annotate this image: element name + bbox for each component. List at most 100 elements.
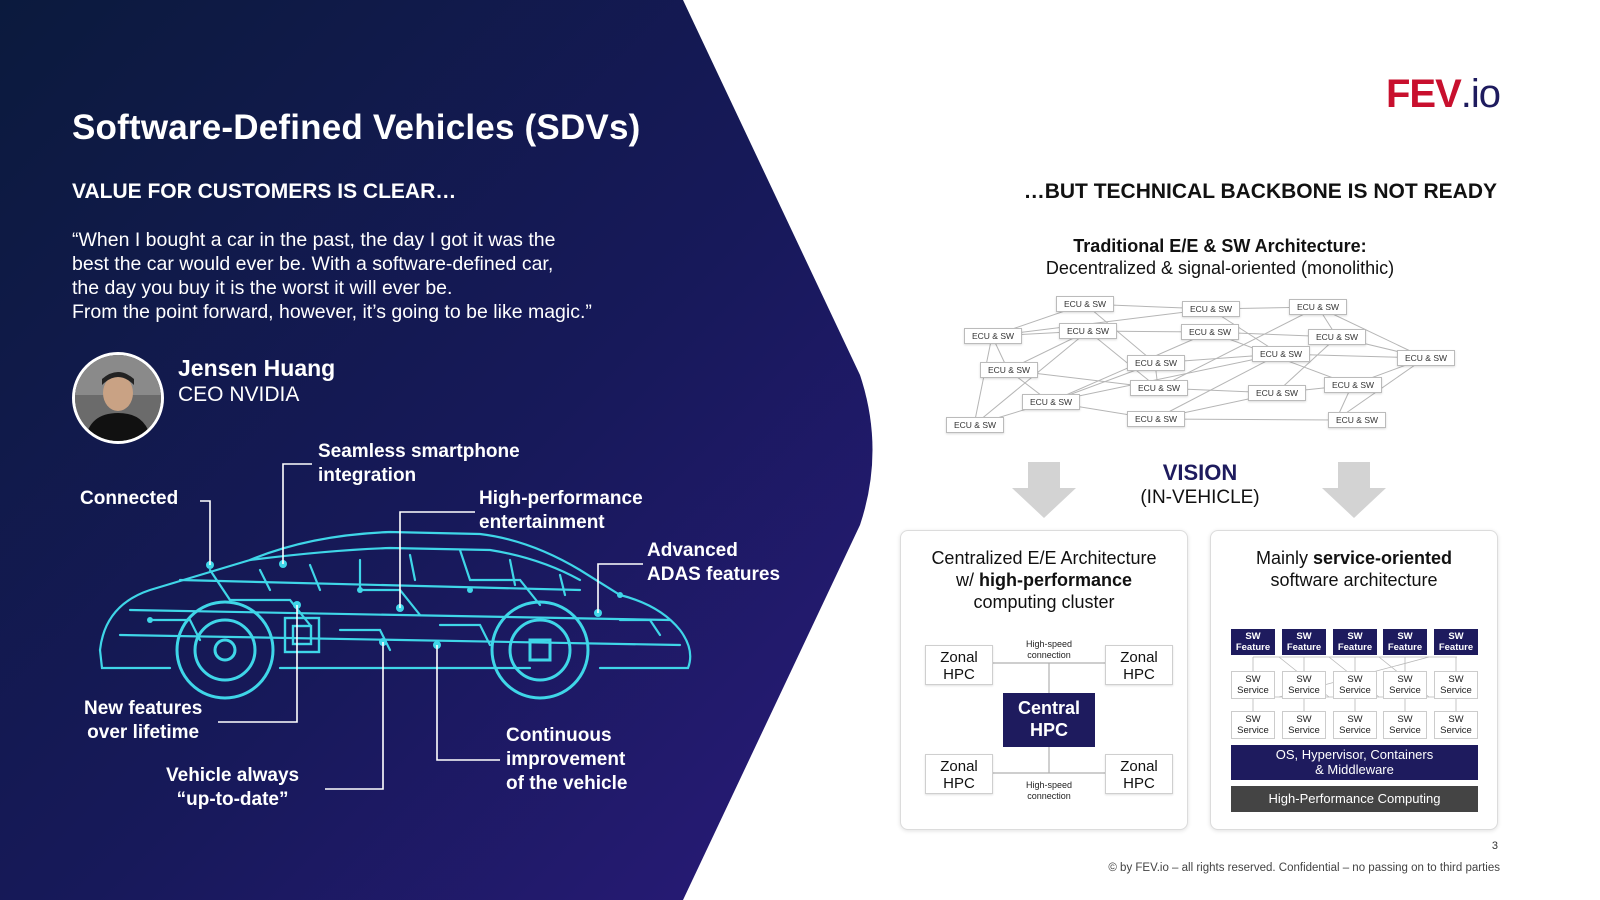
car-wheels [175,600,590,700]
page-number: 3 [1491,840,1498,852]
ecu-node: ECU & SW [1397,350,1456,366]
label-smartphone: Seamless smartphone integration [318,440,520,488]
service-oriented-card: Mainly service-oriented software archite… [1210,530,1498,830]
centralized-architecture-card: Centralized E/E Architecture w/ high-per… [900,530,1188,830]
serv-line: Service [1389,725,1421,736]
zonal-label: Zonal [940,649,978,666]
card-heading-bold: service-oriented [1312,548,1453,568]
ecu-node: ECU & SW [1328,412,1387,428]
feat-line: SW [1397,631,1413,642]
serv-line: SW [1448,714,1464,725]
label-line: integration [318,465,417,486]
quote-block: “When I bought a car in the past, the da… [72,228,712,324]
zonal-label: HPC [943,666,975,683]
zonal-label: Zonal [1120,758,1158,775]
label-line: Continuous [506,725,612,746]
person-avatar [72,352,164,444]
serv-line: SW [1245,714,1261,725]
callout-lines [200,463,643,790]
ecu-node: ECU & SW [980,362,1039,378]
serv-line: SW [1397,674,1413,685]
ecu-node: ECU & SW [1059,323,1118,339]
serv-line: Service [1440,725,1472,736]
feat-line: Feature [1337,642,1373,653]
label-adas: Advanced ADAS features [647,539,780,587]
vision-subtitle: (IN-VEHICLE) [1140,487,1260,508]
quote-line: “When I bought a car in the past, the da… [72,229,556,251]
traditional-architecture-subtitle: Decentralized & signal-oriented (monolit… [1045,258,1395,278]
ecu-node: ECU & SW [1289,299,1348,315]
ecu-node: ECU & SW [1130,380,1189,396]
down-arrow-icon [1012,462,1076,518]
label-entertainment: High-performance entertainment [479,487,643,535]
hpc-layer: High-Performance Computing [1231,786,1478,812]
feat-line: SW [1347,631,1363,642]
vision-title: VISION [1162,460,1238,485]
serv-line: Service [1339,725,1371,736]
serv-line: Service [1288,725,1320,736]
label-line: Seamless smartphone [318,441,520,462]
central-label: Central [1017,698,1080,718]
label-line: “up-to-date” [176,789,289,810]
conn-line: High-speed [1025,639,1073,649]
car-outline [98,530,692,670]
label-line: improvement [506,749,626,770]
feat-line: SW [1296,631,1312,642]
card-heading-line: software architecture [1270,570,1438,590]
serv-line: Service [1237,685,1269,696]
person-name: Jensen Huang [178,355,336,381]
ecu-node: ECU & SW [1181,324,1240,340]
circuit-car-illustration [98,463,692,790]
label-new-features: New features over lifetime [84,697,202,745]
ecu-node: ECU & SW [964,328,1023,344]
layer-line: OS, Hypervisor, Containers [1275,747,1434,762]
left-section-subtitle: VALUE FOR CUSTOMERS IS CLEAR… [72,180,457,203]
label-line: High-performance [479,488,643,509]
layer-line: & Middleware [1315,762,1394,777]
person-photo-icon [75,355,161,441]
card-heading-line: Mainly service-oriented [1211,547,1497,569]
serv-line: Service [1339,685,1371,696]
ecu-node: ECU & SW [1022,394,1081,410]
logo-suffix: .io [1460,72,1501,116]
feat-line: SW [1448,631,1464,642]
label-line: Vehicle always [166,765,300,786]
conn-line: connection [1027,650,1071,660]
label-line: of the vehicle [506,773,628,794]
ecu-node: ECU & SW [1182,301,1241,317]
ecu-node: ECU & SW [1248,385,1307,401]
serv-line: SW [1245,674,1261,685]
feat-line: SW [1245,631,1261,642]
feat-line: Feature [1235,642,1271,653]
right-section-subtitle: …BUT TECHNICAL BACKBONE IS NOT READY [1023,180,1497,203]
zonal-label: HPC [1123,666,1155,683]
ecu-node: ECU & SW [1252,346,1311,362]
serv-line: Service [1237,725,1269,736]
zonal-label: HPC [943,775,975,792]
hpc-connection-lines [993,662,1105,774]
feat-line: Feature [1286,642,1322,653]
card-heading-text: w/ [955,570,979,590]
down-arrow-icon [1322,462,1386,518]
feat-line: Feature [1387,642,1423,653]
